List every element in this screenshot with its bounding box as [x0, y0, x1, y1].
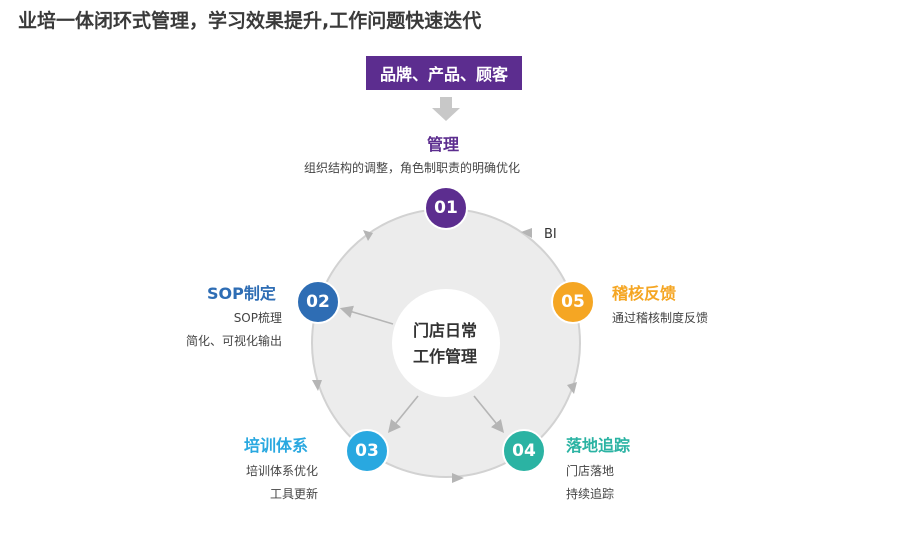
center-label: 门店日常 工作管理: [400, 318, 490, 370]
ring-arrow-2: [312, 380, 322, 391]
node-02-title: SOP制定: [207, 284, 276, 303]
node-04-desc: 门店落地 持续追踪: [566, 460, 614, 506]
node-05-title: 稽核反馈: [612, 284, 677, 303]
node-02-desc-line2: 简化、可视化输出: [185, 334, 282, 348]
node-04-desc-line1: 门店落地: [566, 464, 615, 478]
node-04-title: 落地追踪: [566, 436, 631, 455]
node-05-desc: 通过稽核制度反馈: [612, 311, 709, 325]
node-02-desc: SOP梳理 简化、可视化输出: [180, 307, 282, 353]
node-05-badge: 05: [551, 280, 595, 324]
ring-arrow-4: [567, 382, 577, 394]
ring-arrow-3: [452, 473, 464, 483]
node-03-title: 培训体系: [244, 436, 309, 455]
node-01-badge: 01: [424, 186, 468, 230]
center-label-line1: 门店日常: [412, 321, 477, 340]
node-02-desc-line1: SOP梳理: [233, 311, 282, 325]
node-03-desc-line1: 培训体系优化: [245, 464, 318, 478]
down-arrow-icon: [432, 97, 460, 121]
node-03-desc-line2: 工具更新: [269, 487, 318, 501]
node-01-desc: 组织结构的调整，角色制职责的明确优化: [304, 161, 521, 175]
node-04-desc-line2: 持续追踪: [566, 487, 615, 501]
center-arrow-to-03: [387, 395, 419, 433]
node-01-title: 管理: [427, 135, 460, 154]
center-arrow-to-04: [473, 395, 505, 433]
center-label-line2: 工作管理: [412, 347, 477, 366]
ring-arrow-5: [521, 228, 532, 238]
ring-arrow-1: [363, 230, 373, 241]
node-04-badge: 04: [502, 429, 546, 473]
node-03-badge: 03: [345, 429, 389, 473]
page-title: 业培一体闭环式管理，学习效果提升,工作问题快速迭代: [18, 10, 482, 32]
inner-circle: [392, 289, 500, 397]
node-03-desc: 培训体系优化 工具更新: [222, 460, 318, 506]
center-arrow-to-02: [339, 305, 394, 325]
node-02-badge: 02: [296, 280, 340, 324]
bi-label: BI: [544, 227, 557, 242]
top-box-brand-product-customer: 品牌、产品、顾客: [366, 56, 522, 90]
